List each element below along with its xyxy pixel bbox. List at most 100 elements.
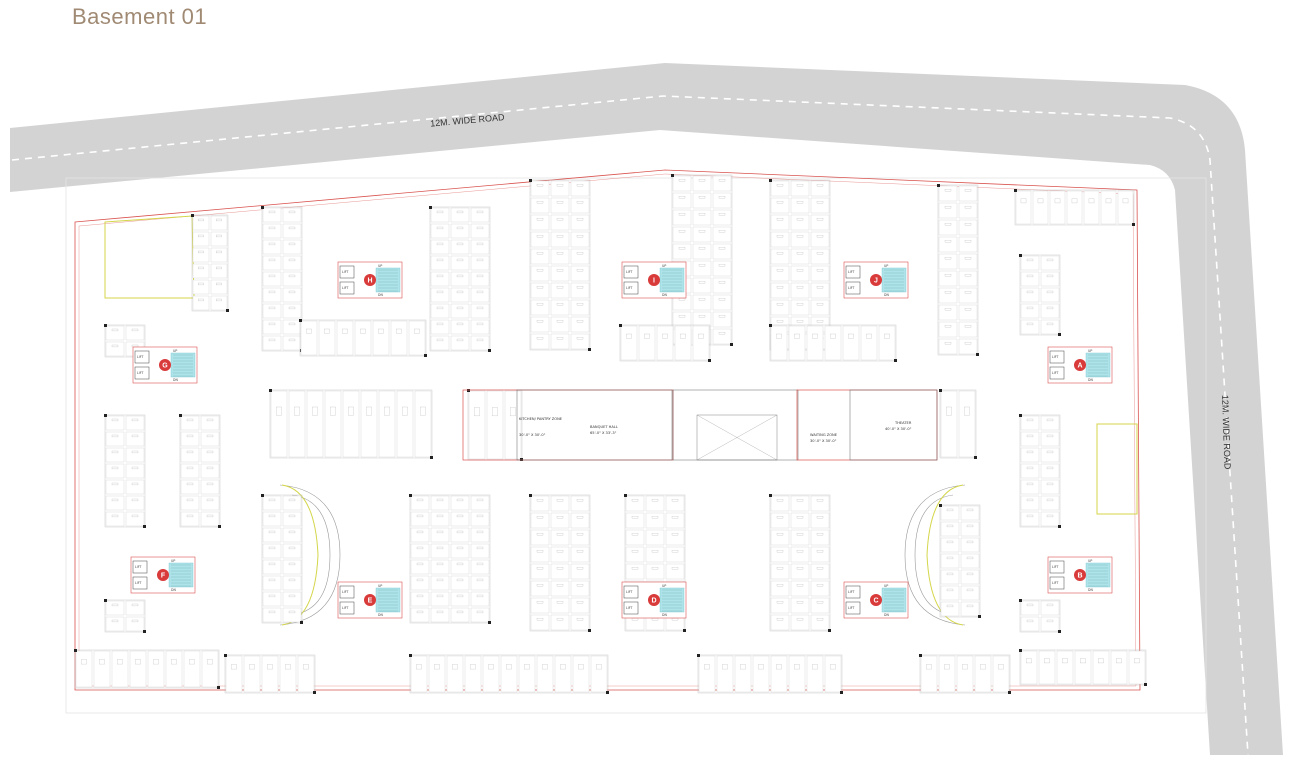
parking-block bbox=[937, 184, 979, 356]
lift-label: LIFT bbox=[137, 355, 143, 359]
parking-block bbox=[1019, 599, 1061, 633]
service-cores: LIFT LIFT UP DN A LIFT LIFT UP DN B LIFT LIFT UP DN C L… bbox=[130, 261, 1113, 619]
stair-up-label: UP bbox=[378, 584, 382, 588]
parking-block bbox=[529, 494, 591, 632]
parking-block bbox=[191, 214, 229, 312]
stair-up-label: UP bbox=[662, 264, 666, 268]
stair-down-label: DN bbox=[1088, 588, 1093, 592]
core-marker bbox=[364, 594, 376, 606]
lift-label: LIFT bbox=[342, 590, 348, 594]
lift-label: LIFT bbox=[342, 270, 348, 274]
parking-block bbox=[409, 654, 609, 694]
parking-block bbox=[1014, 189, 1135, 226]
parking-block bbox=[467, 389, 523, 461]
central-amenities bbox=[462, 389, 938, 461]
kitchen-zone-size: 30'-0" X 30'-0" bbox=[519, 433, 546, 437]
core-letter: G bbox=[162, 363, 168, 370]
lift-label: LIFT bbox=[1052, 581, 1058, 585]
parking-block bbox=[104, 599, 146, 633]
core-h: LIFT LIFT UP DN H bbox=[337, 261, 403, 299]
core-letter: J bbox=[874, 278, 878, 285]
parking-block bbox=[74, 649, 220, 689]
stair-down-label: DN bbox=[378, 293, 383, 297]
parking-block bbox=[1019, 414, 1061, 528]
core-letter: B bbox=[1077, 573, 1082, 580]
waiting-zone-size: 30'-0" X 30'-0" bbox=[810, 439, 837, 443]
parking-block bbox=[697, 654, 843, 694]
parking-block bbox=[409, 494, 491, 624]
lift-label: LIFT bbox=[135, 565, 141, 569]
parking-block bbox=[619, 324, 711, 362]
parking-block bbox=[224, 654, 316, 694]
stair-down-label: DN bbox=[662, 293, 667, 297]
parking-block bbox=[429, 206, 491, 352]
stair-up-label: UP bbox=[171, 559, 175, 563]
parking-block bbox=[179, 414, 221, 528]
parking-block bbox=[919, 654, 1011, 694]
theater-label: THEATER bbox=[894, 421, 912, 425]
waiting-zone-label: WAITING ZONE bbox=[810, 433, 838, 437]
core-e: LIFT LIFT UP DN E bbox=[337, 581, 403, 619]
page-title: Basement 01 bbox=[72, 4, 208, 29]
lift-label: LIFT bbox=[848, 286, 854, 290]
lift-label: LIFT bbox=[342, 606, 348, 610]
lift-label: LIFT bbox=[1052, 371, 1058, 375]
core-j: LIFT LIFT UP DN J bbox=[843, 261, 909, 299]
stair-down-label: DN bbox=[884, 293, 889, 297]
core-marker bbox=[1074, 359, 1086, 371]
lift-label: LIFT bbox=[848, 590, 854, 594]
parking-block bbox=[1019, 254, 1061, 336]
parking-block bbox=[299, 319, 427, 357]
core-marker bbox=[1074, 569, 1086, 581]
parking-block bbox=[261, 206, 303, 352]
core-marker bbox=[870, 594, 882, 606]
lift-label: LIFT bbox=[848, 270, 854, 274]
stair-down-label: DN bbox=[1088, 378, 1093, 382]
core-letter: H bbox=[367, 278, 372, 285]
stair-down-label: DN bbox=[378, 613, 383, 617]
core-marker bbox=[648, 594, 660, 606]
lift-label: LIFT bbox=[342, 286, 348, 290]
parking-block bbox=[1019, 649, 1147, 686]
stair-down-label: DN bbox=[173, 378, 178, 382]
parking-block bbox=[671, 174, 733, 346]
core-letter: E bbox=[368, 598, 373, 605]
stair-up-label: UP bbox=[1088, 349, 1092, 353]
stair-up-label: UP bbox=[378, 264, 382, 268]
road-network bbox=[10, 63, 1283, 756]
core-letter: D bbox=[651, 598, 656, 605]
stair-down-label: DN bbox=[662, 613, 667, 617]
core-letter: I bbox=[653, 278, 655, 285]
core-marker bbox=[648, 274, 660, 286]
core-letter: F bbox=[161, 573, 166, 580]
core-a: LIFT LIFT UP DN A bbox=[1047, 346, 1113, 384]
core-marker bbox=[159, 359, 171, 371]
stair-up-label: UP bbox=[173, 349, 177, 353]
lift-label: LIFT bbox=[135, 581, 141, 585]
core-letter: A bbox=[1077, 363, 1082, 370]
lift-label: LIFT bbox=[1052, 355, 1058, 359]
stair-up-label: UP bbox=[884, 264, 888, 268]
theater-size: 40'-0" X 30'-0" bbox=[885, 427, 912, 431]
parking-block bbox=[939, 504, 981, 618]
lift-label: LIFT bbox=[848, 606, 854, 610]
parking-block bbox=[769, 179, 831, 351]
lift-label: LIFT bbox=[137, 371, 143, 375]
parking-block bbox=[939, 389, 977, 459]
stair-up-label: UP bbox=[884, 584, 888, 588]
parking-block bbox=[104, 414, 146, 528]
parking-block bbox=[769, 324, 897, 362]
banquet-hall-label: BANQUET HALL bbox=[590, 425, 618, 429]
core-g: LIFT LIFT UP DN G bbox=[132, 346, 198, 384]
parking-block bbox=[261, 494, 303, 624]
core-marker bbox=[870, 274, 882, 286]
core-letter: C bbox=[873, 598, 878, 605]
ramp-areas bbox=[104, 215, 1138, 515]
lift-label: LIFT bbox=[626, 606, 632, 610]
road-label-right: 12M. WIDE ROAD bbox=[1220, 395, 1233, 470]
